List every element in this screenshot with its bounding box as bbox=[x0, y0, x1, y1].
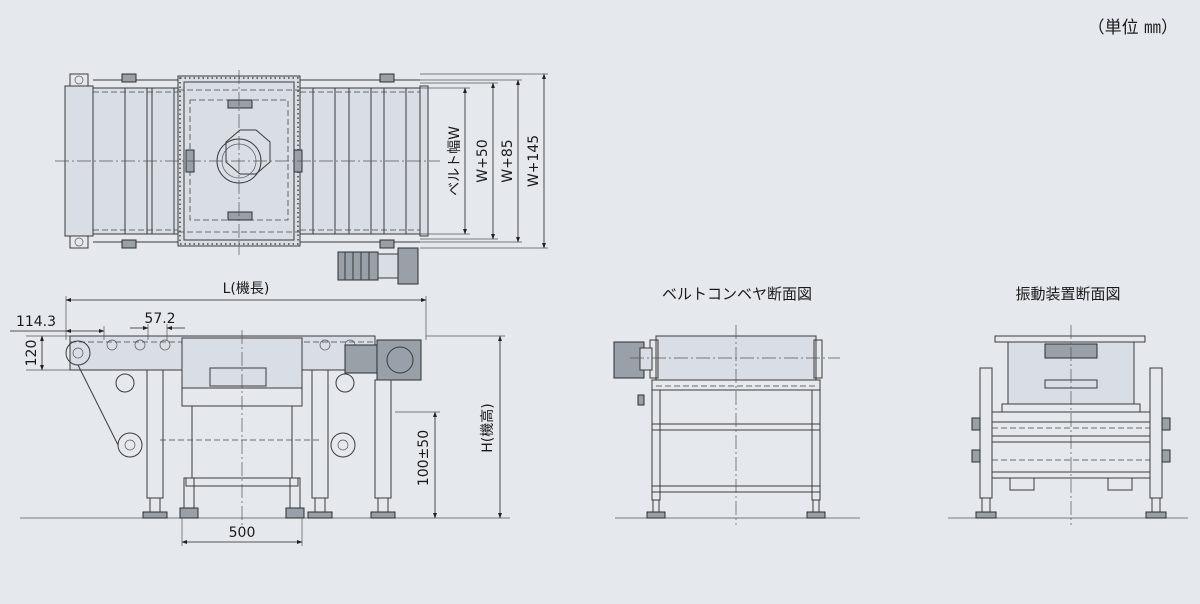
dim-w-plus-50: W+50 bbox=[475, 139, 491, 182]
side-view bbox=[20, 330, 510, 525]
dim-left-offset: 114.3 bbox=[16, 314, 56, 330]
unit-note: （単位 ㎜） bbox=[1088, 18, 1178, 38]
dim-machine-height: H(機高) bbox=[479, 403, 496, 452]
vibration-section-title: 振動装置断面図 bbox=[1015, 285, 1120, 303]
conveyor-section-view bbox=[613, 325, 860, 525]
plan-view bbox=[55, 70, 440, 285]
dim-adjust-range: 100±50 bbox=[416, 430, 432, 486]
dim-belt-width: ベルト幅W bbox=[447, 126, 463, 196]
dim-w-plus-85: W+85 bbox=[500, 139, 516, 182]
vibration-section-view bbox=[948, 325, 1188, 525]
dim-pitch: 57.2 bbox=[144, 311, 175, 327]
dim-length: L(機長) bbox=[223, 281, 270, 297]
dim-leg-span: 500 bbox=[229, 525, 256, 541]
side-dimensions: L(機長) 114.3 57.2 120 100±50 H(機高) 500 bbox=[10, 281, 505, 546]
dim-roller-height: 120 bbox=[24, 340, 40, 367]
width-dimensions: ベルト幅W W+50 W+85 W+145 bbox=[420, 73, 548, 249]
dim-w-plus-145: W+145 bbox=[526, 135, 542, 187]
conveyor-section-title: ベルトコンベヤ断面図 bbox=[662, 285, 812, 303]
